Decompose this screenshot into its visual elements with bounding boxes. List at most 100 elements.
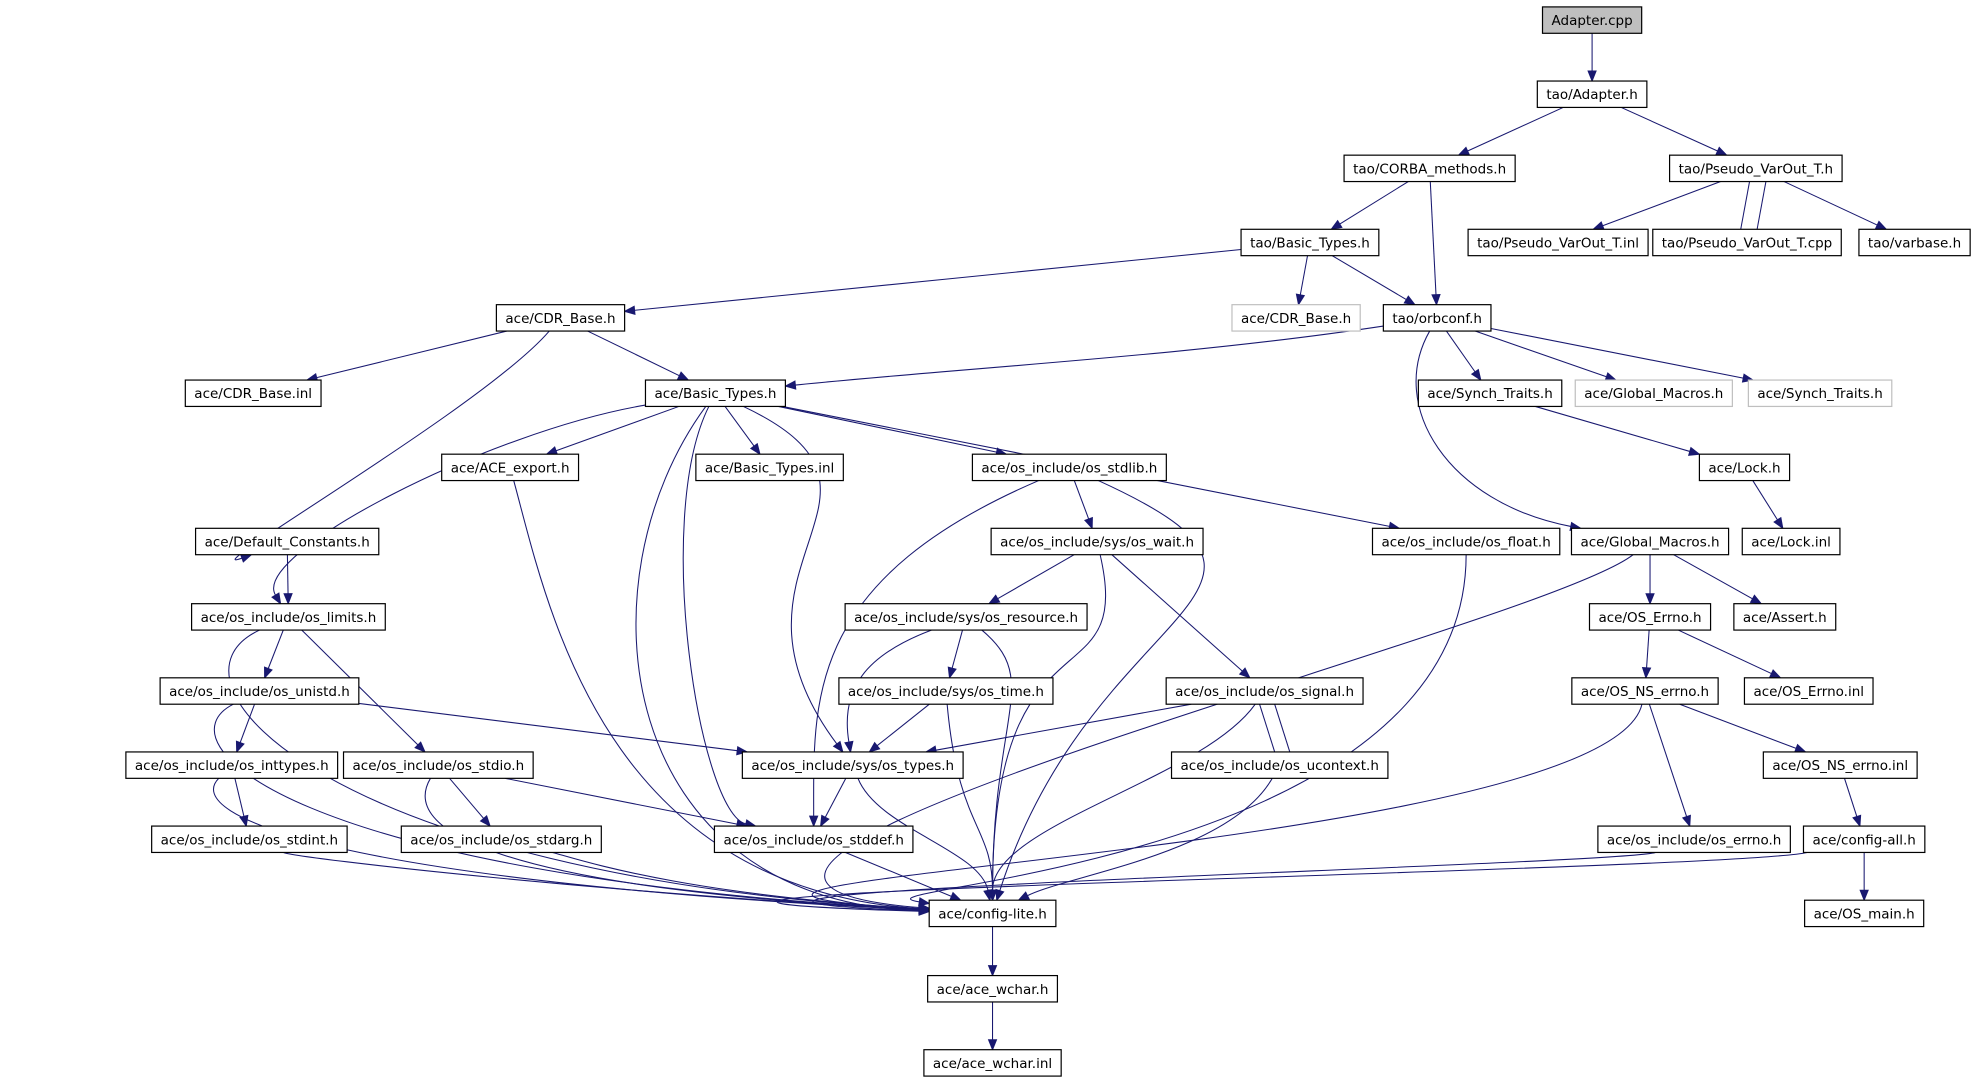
node-ace-cdr-base-h[interactable]: ace/CDR_Base.h [495,304,626,332]
node-ace-cdr-base-h-ext[interactable]: ace/CDR_Base.h [1231,304,1361,332]
node-box [342,751,534,779]
edge-line [234,330,550,561]
edge-tao-orbconf-h-to-ace-basic-types-h [784,325,1384,390]
node-ace-global-macros-h[interactable]: ace/Global_Macros.h [1570,527,1730,556]
node-label: ace/OS_Errno.h [1598,610,1701,626]
node-label: ace/CDR_Base.h [1241,311,1351,327]
arrowhead [918,904,931,914]
edge-line [449,777,485,819]
node-ace-os-errno-inl[interactable]: ace/OS_Errno.inl [1743,677,1874,705]
node-tao-basic-types-h[interactable]: tao/Basic_Types.h [1240,228,1380,257]
node-ace-cdr-base-inl[interactable]: ace/CDR_Base.inl [184,379,322,408]
edge-line [358,702,738,752]
edge-line [846,629,932,743]
node-ace-os-sys-time-h[interactable]: ace/os_include/sys/os_time.h [838,677,1054,705]
edge-line [1752,480,1778,521]
node-ace-assert-h[interactable]: ace/Assert.h [1733,603,1837,631]
edge-line [1678,629,1772,675]
edge-line [724,406,755,447]
node-ace-os-sys-types-h[interactable]: ace/os_include/sys/os_types.h [741,751,964,779]
arrowhead [1403,295,1417,306]
node-tao-pseudo-varout-t-cpp[interactable]: tao/Pseudo_VarOut_T.cpp [1652,228,1842,257]
edge-line [1673,554,1753,600]
node-label: ace/Lock.h [1708,460,1780,476]
edge-line [1429,181,1437,295]
node-tao-varbase-h[interactable]: tao/varbase.h [1858,228,1971,257]
edge-ace-os-float-h-to-ace-config-lite-h [910,554,1467,907]
node-ace-ace-wchar-h[interactable]: ace/ace_wchar.h [927,974,1059,1003]
node-ace-ace-wchar-inl[interactable]: ace/ace_wchar.inl [923,1049,1062,1077]
node-label: ace/os_include/sys/os_wait.h [1000,535,1194,551]
node-ace-os-stdint-h[interactable]: ace/os_include/os_stdint.h [151,825,348,854]
node-label: ace/os_include/os_ucontext.h [1181,758,1379,774]
edge-ace-os-limits-h-to-ace-os-unistd-h [264,629,284,680]
node-adapter-cpp[interactable]: Adapter.cpp [1541,6,1643,34]
node-ace-default-constants-h[interactable]: ace/Default_Constants.h [194,527,380,556]
node-ace-os-errno-h[interactable]: ace/os_include/os_errno.h [1597,825,1791,854]
edge-line [1274,704,1291,753]
edge-line [876,703,930,747]
node-ace-os-float-h[interactable]: ace/os_include/os_float.h [1371,527,1561,556]
node-ace-os-sys-wait-h[interactable]: ace/os_include/sys/os_wait.h [990,527,1204,556]
edge-ace-os-stdarg-h-to-ace-config-lite-h [552,851,931,914]
edge-line [981,629,1013,891]
node-ace-ace-export-h[interactable]: ace/ACE_export.h [441,453,580,482]
node-label: ace/OS_NS_errno.h [1581,684,1709,700]
node-ace-lock-inl[interactable]: ace/Lock.inl [1741,527,1841,556]
node-ace-os-ucontext-h[interactable]: ace/os_include/os_ucontext.h [1170,751,1389,779]
edge-tao-pseudo-varout-t-h-to-tao-pseudo-varout-t-inl [1592,181,1721,231]
edge-line [1339,181,1409,225]
edge-line [587,330,680,377]
node-tao-corba-methods-h[interactable]: tao/CORBA_methods.h [1343,154,1516,183]
node-box [194,527,380,556]
edge-line [1490,327,1744,379]
node-ace-os-errno-cap-h[interactable]: ace/OS_Errno.h [1588,603,1712,631]
node-ace-os-unistd-h[interactable]: ace/os_include/os_unistd.h [159,677,360,705]
node-label: ace/os_include/os_float.h [1381,535,1550,551]
node-ace-os-ns-errno-inl[interactable]: ace/OS_NS_errno.inl [1762,751,1918,779]
edge-line [999,480,1205,891]
node-box [844,603,1088,631]
node-ace-os-stddef-h[interactable]: ace/os_include/os_stddef.h [713,825,914,854]
node-tao-pseudo-varout-t-inl[interactable]: tao/Pseudo_VarOut_T.inl [1467,228,1649,257]
node-ace-os-signal-h[interactable]: ace/os_include/os_signal.h [1165,677,1364,705]
edge-line [1073,480,1090,520]
node-ace-os-stdarg-h[interactable]: ace/os_include/os_stdarg.h [400,825,602,854]
node-ace-synch-traits-h-ext[interactable]: ace/Synch_Traits.h [1747,379,1893,408]
edge-ace-os-sys-types-h-to-ace-os-stddef-h [820,778,847,828]
node-box [1536,80,1648,109]
edge-ace-os-sys-time-h-to-ace-config-lite-h [946,704,998,902]
edge-line [286,554,289,594]
edge-line [1027,778,1273,897]
edge-line [992,554,1107,891]
node-tao-pseudo-varout-t-h[interactable]: tao/Pseudo_VarOut_T.h [1668,154,1843,183]
node-box [1762,751,1918,779]
node-ace-config-all-h[interactable]: ace/config-all.h [1802,825,1926,854]
node-ace-lock-h[interactable]: ace/Lock.h [1698,453,1791,482]
edge-ace-os-ns-errno-h-to-ace-config-lite-h [811,704,1643,914]
node-ace-os-main-h[interactable]: ace/OS_main.h [1804,899,1925,928]
node-box [1231,304,1361,332]
node-label: ace/os_include/sys/os_time.h [848,684,1044,700]
node-ace-os-sys-resource-h[interactable]: ace/os_include/sys/os_resource.h [844,603,1088,631]
node-ace-global-macros-h-ext[interactable]: ace/Global_Macros.h [1574,379,1733,408]
edge-ace-os-inttypes-h-to-ace-os-stdint-h [234,778,249,828]
node-ace-os-limits-h[interactable]: ace/os_include/os_limits.h [191,603,386,631]
node-tao-adapter-h[interactable]: tao/Adapter.h [1536,80,1648,109]
node-ace-basic-types-inl[interactable]: ace/Basic_Types.inl [695,453,844,482]
node-box [990,527,1204,556]
node-ace-os-inttypes-h[interactable]: ace/os_include/os_inttypes.h [125,751,339,779]
node-ace-synch-traits-h[interactable]: ace/Synch_Traits.h [1417,379,1563,408]
node-ace-os-ns-errno-h[interactable]: ace/OS_NS_errno.h [1571,677,1719,705]
node-ace-basic-types-h[interactable]: ace/Basic_Types.h [644,379,787,408]
node-ace-os-stdio-h[interactable]: ace/os_include/os_stdio.h [342,751,534,779]
node-box [1668,154,1843,183]
edge-line [1445,330,1476,373]
node-tao-orbconf-h[interactable]: tao/orbconf.h [1382,304,1492,332]
node-ace-os-stdlib-h[interactable]: ace/os_include/os_stdlib.h [971,453,1167,482]
arrowhead [1859,889,1869,902]
node-label: ace/CDR_Base.h [505,311,615,327]
node-box [713,825,914,854]
edge-ace-os-stdio-h-to-ace-os-stddef-h [505,777,749,829]
node-ace-config-lite-h[interactable]: ace/config-lite.h [928,899,1057,928]
